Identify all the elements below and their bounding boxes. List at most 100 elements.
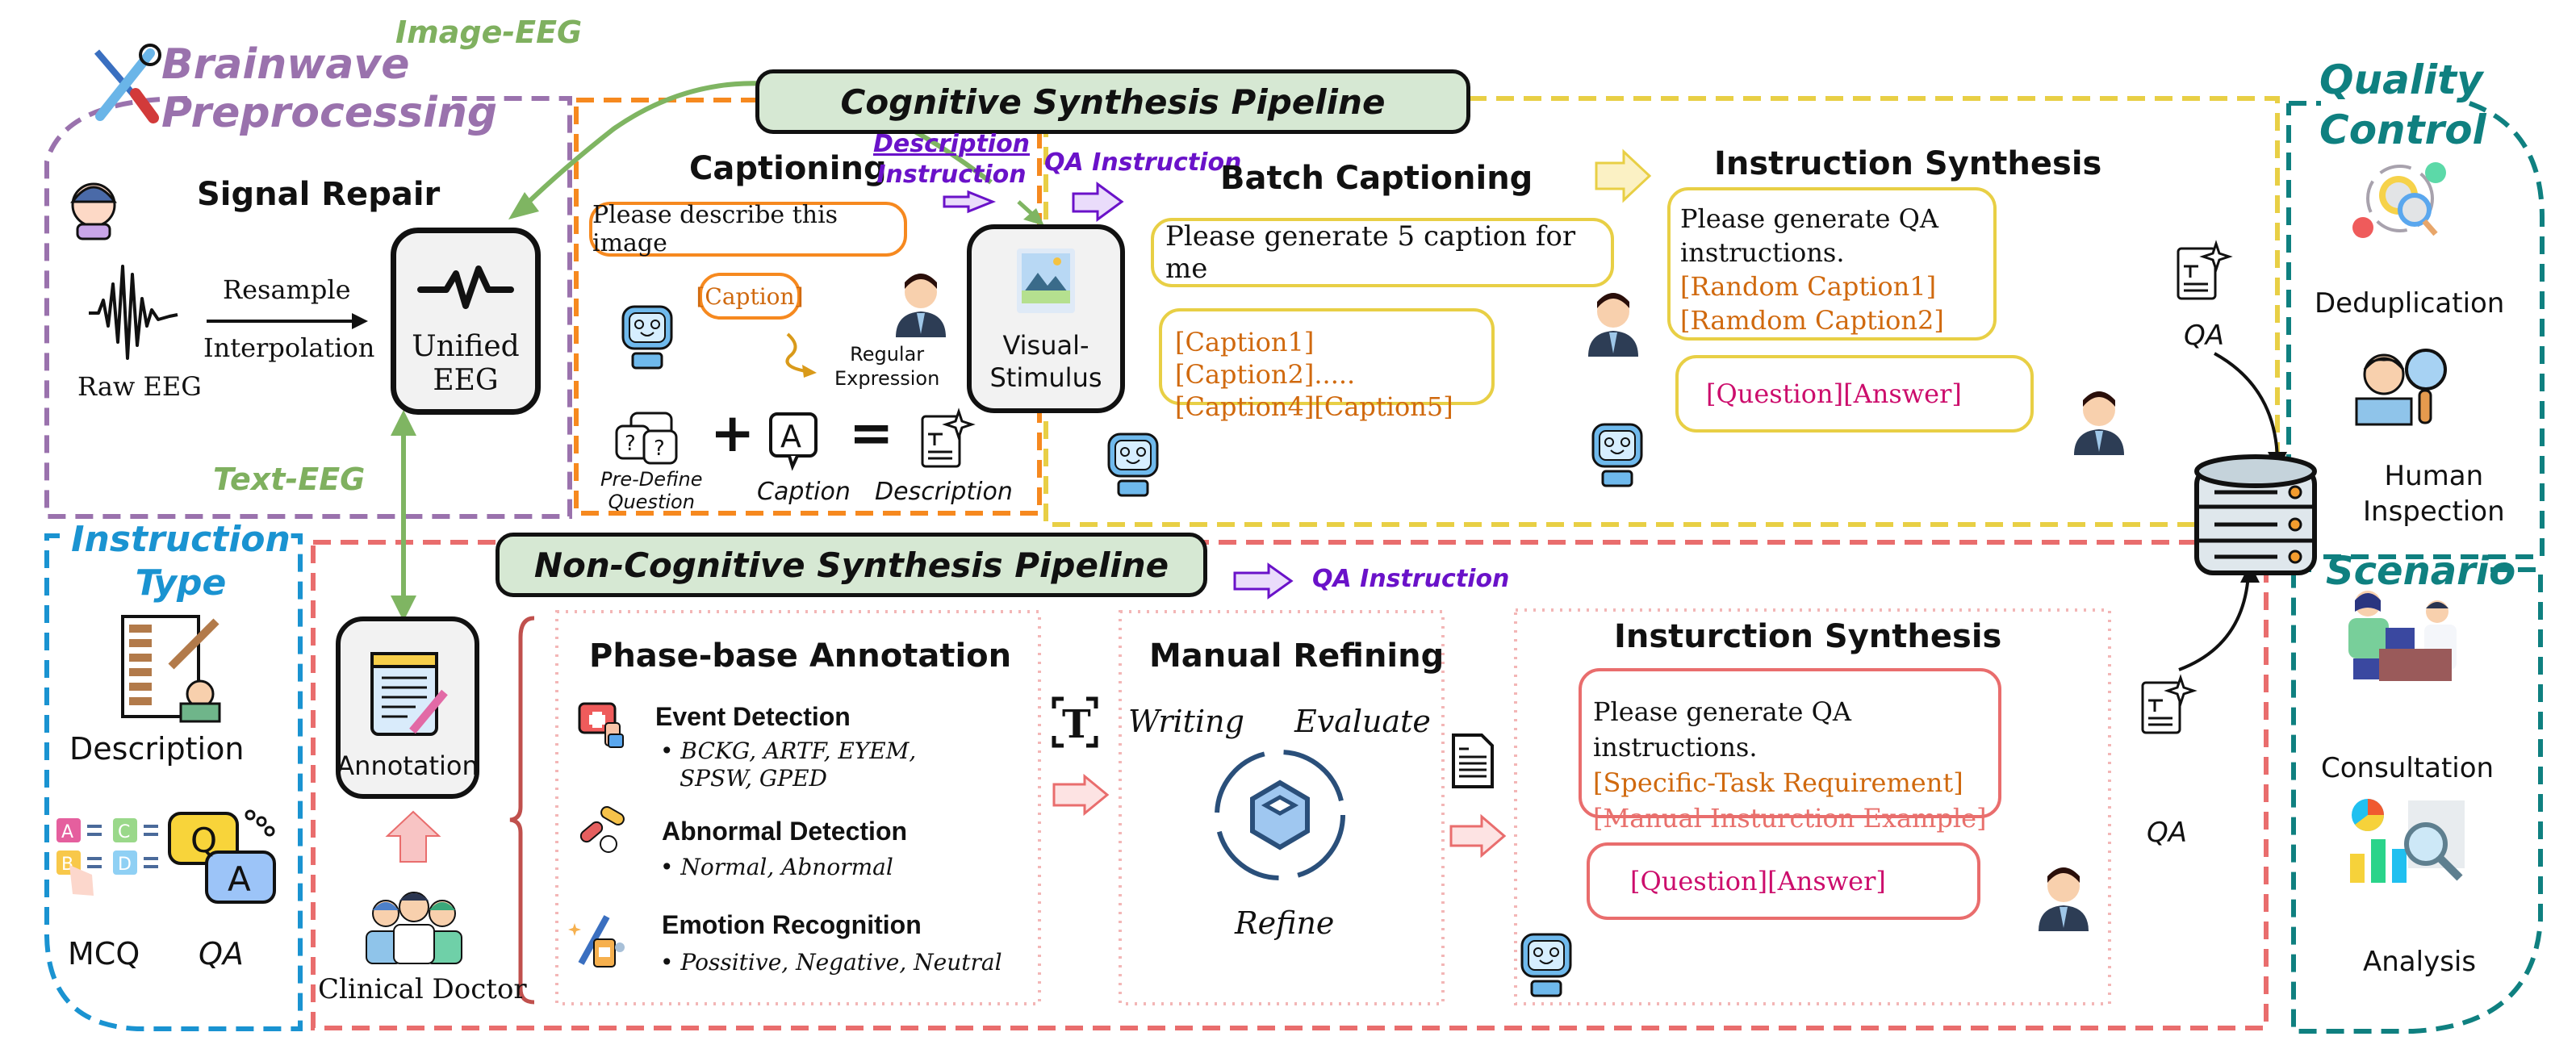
resample-label: Resample — [223, 274, 351, 305]
mcq-option-d: D — [118, 855, 132, 875]
quality-border — [2286, 101, 2545, 559]
qa-type-label: QA — [199, 936, 244, 972]
clinical-doctor-label: Clinical Doctor — [318, 973, 527, 1005]
description-instruction-line1: Description — [873, 130, 1031, 158]
svg-text:A: A — [780, 419, 801, 454]
preprocessing-border — [44, 96, 572, 519]
phase-annotation-title: Phase-base Annotation — [589, 637, 1012, 675]
event-detection-label: Event Detection — [655, 702, 851, 731]
qa-doc-icon — [2140, 674, 2198, 739]
pills-icon — [576, 806, 626, 857]
doctor-to-annotation-arrow-icon — [385, 810, 441, 863]
writing-label: Writing — [1128, 704, 1244, 739]
heartbeat-icon — [417, 265, 514, 309]
scenario-title: Scenario — [2326, 549, 2516, 594]
quality-control-title: Quality Control — [2319, 55, 2486, 155]
refine-cycle-icon — [1215, 750, 1345, 880]
abnormal-detection-label: Abnormal Detection — [662, 817, 908, 846]
synthesis-prompt-text: Please generate QA instructions. — [1680, 203, 1938, 268]
batch-ai-bubble: [Caption1][Caption2]..... [Caption4][Cap… — [1159, 308, 1495, 422]
user-prompt-text: Please describe this image — [592, 201, 838, 257]
noncog-qa-instruction-label: QA Instruction — [1312, 565, 1510, 593]
annotation-label: Annotation — [337, 750, 479, 781]
synthesis-panel-border — [1514, 608, 2111, 1005]
predefine-line2: Question — [608, 491, 695, 513]
emotion-recognition-detail: • Possitive, Negative, Neutral — [660, 949, 1002, 976]
synthesis-user-bubble: Please generate QA instructions. [Random… — [1667, 187, 1997, 341]
refining-panel-border — [1119, 610, 1445, 1005]
synthesis-ai-bubble: [Question][Answer] — [1675, 355, 2034, 433]
mcq-option-c: C — [118, 822, 130, 842]
consultation-icon — [2340, 587, 2466, 681]
desc-instruction-arrow-icon — [943, 190, 997, 214]
svg-text:?: ? — [625, 432, 636, 456]
cognitive-pipeline-title: Cognitive Synthesis Pipeline — [755, 69, 1470, 134]
qa-doc-icon — [2176, 240, 2233, 305]
robot-icon — [1104, 428, 1162, 499]
bullet: • — [660, 949, 681, 976]
event-detection-detail-line1: BCKG, ARTF, EYEM, — [680, 738, 917, 764]
noncognitive-border — [311, 540, 2269, 1030]
analysis-icon — [2347, 797, 2468, 886]
notepad-pencil-icon — [370, 652, 448, 736]
consultation-label: Consultation — [2321, 752, 2494, 784]
noncog-synthesis-example: [Manual Insturction Example] — [1593, 803, 1987, 834]
caption-reply-bubble: [Caption] — [696, 273, 804, 320]
visual-stimulus-line1: Visual- — [1002, 330, 1089, 361]
human-inspection-label: Human Inspection — [2363, 458, 2505, 529]
batch-user-text: Please generate 5 caption for me — [1165, 220, 1576, 285]
caption-label: Caption — [757, 478, 851, 506]
svg-text:Q: Q — [190, 821, 217, 860]
regex-label: Regular Expression — [834, 342, 939, 391]
user-avatar-icon — [2035, 863, 2092, 931]
robot-icon — [1517, 928, 1575, 999]
noncog-synthesis-prompt: Please generate QA instructions. — [1593, 696, 1851, 763]
instruction-type-border — [44, 533, 303, 1031]
noncog-synthesis-ai-bubble: [Question][Answer] — [1587, 842, 1980, 920]
unified-eeg-node[interactable]: Unified EEG — [391, 228, 541, 415]
noncog-synthesis-ai-text: [Question][Answer] — [1630, 866, 1886, 896]
captioning-title: Captioning — [689, 150, 887, 187]
first-aid-kit-icon — [576, 696, 626, 750]
predefine-line1: Pre-Define — [600, 468, 703, 491]
raw-eeg-label: Raw EEG — [77, 371, 202, 402]
deduplication-label: Deduplication — [2315, 287, 2505, 320]
caption-reply-text: [Caption] — [696, 282, 804, 310]
preprocessing-title-line1: Brainwave — [161, 40, 410, 89]
image-eeg-arrowhead — [508, 192, 539, 219]
text-eeg-label: Text-EEG — [213, 462, 366, 497]
tools-icon — [89, 44, 161, 124]
document-icon — [1451, 733, 1495, 789]
cognitive-qa-label: QA — [2184, 320, 2225, 352]
qa-instruction-arrow-icon — [1072, 182, 1124, 222]
noncog-synthesis-req: [Specific-Task Requirement] — [1593, 767, 1963, 798]
manual-refining-title: Manual Refining — [1149, 637, 1445, 675]
human-inspection-line1: Human — [2384, 460, 2484, 492]
eeg-cap-person-icon — [65, 176, 123, 240]
batch-captioning-title: Batch Captioning — [1220, 160, 1533, 197]
visual-stimulus-node[interactable]: Visual- Stimulus — [967, 224, 1125, 413]
qa-to-db-arrow-bottom — [2178, 574, 2250, 671]
description-instruction-label: Description Instruction — [873, 129, 1030, 190]
visual-stimulus-line2: Stimulus — [989, 362, 1102, 393]
svg-text:?: ? — [654, 437, 665, 461]
user-prompt-bubble: Please describe this image — [589, 201, 907, 257]
description-doc-icon — [920, 407, 976, 470]
mcq-option-a: A — [61, 822, 73, 842]
predefine-question-label: Pre-Define Question — [600, 468, 703, 513]
annotation-node[interactable]: Annotation — [336, 616, 479, 799]
instruction-synthesis-title: Instruction Synthesis — [1714, 145, 2102, 182]
instruction-type-title: Instruction Type — [61, 518, 300, 605]
equals-sign: = — [849, 402, 894, 464]
regex-label-line2: Expression — [834, 367, 940, 390]
batch-user-bubble: Please generate 5 caption for me — [1151, 218, 1614, 287]
user-avatar-icon — [893, 270, 949, 337]
interpolation-label: Interpolation — [203, 332, 375, 363]
svg-text:A: A — [228, 859, 251, 899]
batch-to-synthesis-arrow-icon — [1595, 148, 1652, 203]
human-inspection-line2: Inspection — [2363, 495, 2505, 528]
regex-label-line1: Regular — [850, 343, 925, 366]
mcq-label: MCQ — [68, 936, 140, 972]
